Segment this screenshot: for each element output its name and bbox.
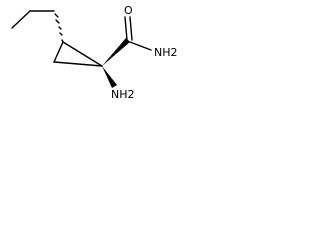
bond-carbonyl-c-o-2 — [129, 16, 133, 41]
bond-ring-c3-c1 — [53, 61, 103, 67]
bond-ethyl-ch3-ch2 — [11, 10, 31, 29]
bond-ring-c1-c2 — [62, 41, 103, 67]
bond-carbonyl-c-o-1 — [124, 16, 128, 41]
atom-label-oxygen: O — [124, 4, 133, 17]
hashed-wedge-bond — [54, 13, 64, 43]
wedge-bond-amino — [102, 66, 117, 88]
wedge-bond-carboxamide — [102, 38, 130, 66]
bond-ring-c2-c3 — [53, 41, 64, 63]
bond-amide-c-n — [129, 41, 152, 51]
atom-label-amide-nitrogen: NH2 — [154, 46, 178, 59]
chemical-structure: O NH2 NH2 — [11, 4, 178, 101]
atom-label-amino-nitrogen: NH2 — [111, 88, 135, 101]
